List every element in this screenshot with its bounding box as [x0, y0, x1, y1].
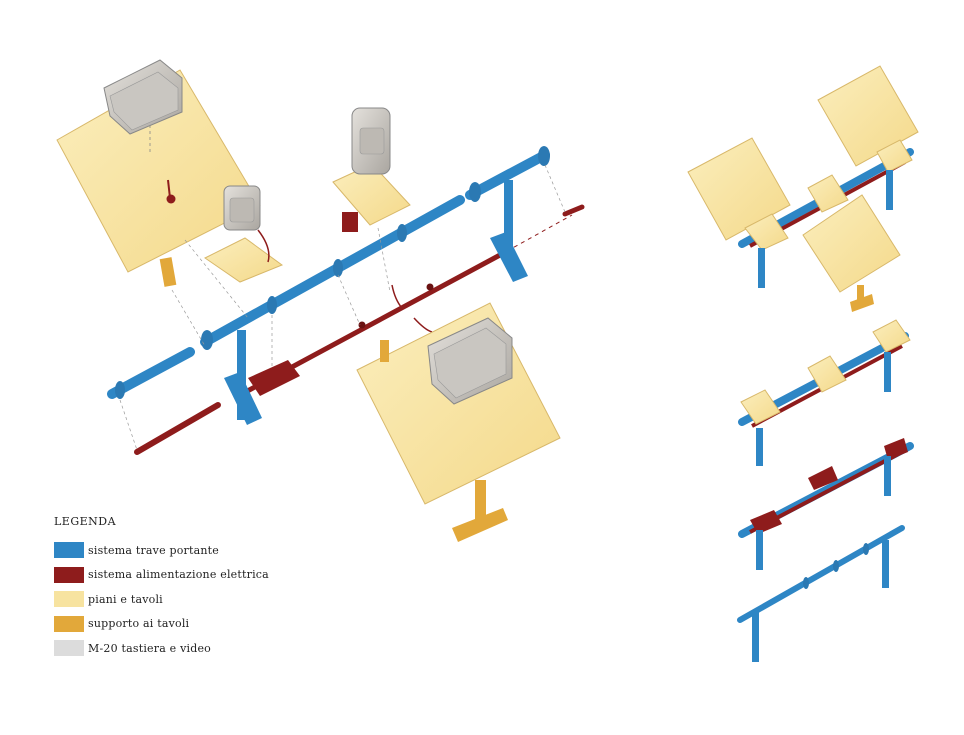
legend-item-support: supporto ai tavoli: [54, 612, 314, 637]
composition-view-3: [738, 438, 914, 570]
legend-label-terminal: M-20 tastiera e video: [88, 641, 211, 655]
large-table-bottom: [356, 302, 561, 542]
small-table-top: [332, 107, 411, 232]
legend-label-support: supporto ai tavoli: [88, 617, 190, 631]
beam-system: [107, 146, 550, 425]
legend-title: LEGENDA: [54, 515, 117, 528]
alignment-lines: [119, 164, 566, 451]
legend-swatch-power: [54, 566, 84, 583]
legend-swatch-beam: [54, 542, 84, 559]
legend-label-power: sistema alimentazione elettrica: [88, 568, 269, 582]
legend-item-power: sistema alimentazione elettrica: [54, 563, 314, 588]
terminal-top-left: [103, 59, 183, 135]
small-table-middle: [204, 185, 284, 283]
legend-swatch-support: [54, 615, 84, 632]
legend-swatch-terminal: [54, 640, 84, 657]
legend-item-beam: sistema trave portante: [54, 538, 314, 563]
legend: LEGENDA sistema trave portante sistema a…: [54, 515, 314, 661]
composition-view-2: [738, 319, 911, 466]
legend-label-beam: sistema trave portante: [88, 543, 219, 557]
legend-item-table: piani e tavoli: [54, 587, 314, 612]
composition-view-1: [687, 65, 919, 312]
legend-swatch-table: [54, 591, 84, 608]
legend-item-terminal: M-20 tastiera e video: [54, 636, 314, 661]
power-rail: [134, 204, 585, 455]
composition-view-4: [737, 525, 905, 662]
legend-label-table: piani e tavoli: [88, 592, 163, 606]
